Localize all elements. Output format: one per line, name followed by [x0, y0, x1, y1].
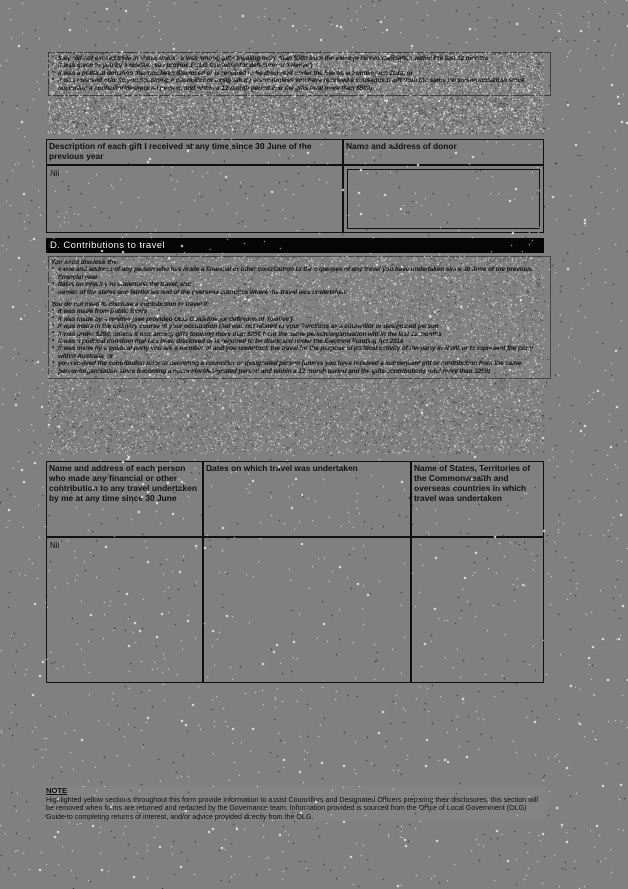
- travel-must-intro: You must disclose the:: [51, 259, 119, 266]
- gift-disclosure-table: Description of each gift I received at a…: [46, 139, 544, 233]
- travel-places-header: Name of States, Territories of the Commo…: [411, 461, 544, 537]
- table-row: Nil: [46, 165, 544, 233]
- travel-must-item: dates on which you undertook the travel,…: [51, 281, 547, 289]
- travel-disclosure-table: Name and address of each person who made…: [46, 461, 544, 683]
- table-header-row: Description of each gift I received at a…: [46, 139, 544, 165]
- gift-rule-item: it was given to you by a relative (see p…: [51, 62, 546, 70]
- travel-exempt-item: it was made by a relative (see provided …: [51, 315, 547, 323]
- gift-rule-item: they did not exceed $500 in value, unles…: [51, 54, 546, 62]
- travel-contributor-header: Name and address of each person who made…: [46, 461, 203, 537]
- note-title: NOTE: [46, 786, 68, 795]
- travel-places-value[interactable]: [411, 537, 544, 683]
- travel-exempt-item: it was made by a political party you are…: [51, 345, 547, 360]
- redaction-box: [347, 169, 540, 229]
- travel-contributor-value[interactable]: Nil: [46, 537, 203, 683]
- gift-description-header: Description of each gift I received at a…: [46, 139, 343, 165]
- note-body: Highlighted yellow sections throughout t…: [46, 796, 538, 821]
- travel-exempt-item: it was a political donation that has bee…: [51, 338, 547, 346]
- table-row: Nil: [46, 537, 544, 683]
- travel-exempt-item: it was under $250, unless it was among g…: [51, 330, 547, 338]
- travel-exempt-intro: You do not need to disclose a contributi…: [51, 301, 210, 309]
- table-header-row: Name and address of each person who made…: [46, 461, 544, 537]
- gift-donor-header: Name and address of donor: [343, 139, 544, 165]
- gift-rule-item: it was a political donation that has bee…: [51, 69, 546, 77]
- travel-must-item: names of the states and territories and …: [51, 288, 547, 296]
- travel-exempt-item: you received the contribution prior to b…: [51, 360, 547, 375]
- travel-exempt-item: it was made from public funds: [51, 308, 547, 316]
- travel-dates-value[interactable]: [203, 537, 411, 683]
- travel-exempt-item: it was made in the ordinary course of yo…: [51, 323, 547, 331]
- gift-exclusion-rules: they did not exceed $500 in value, unles…: [48, 52, 551, 97]
- travel-guidance-block: You must disclose the: name and address …: [48, 256, 551, 380]
- gift-description-value[interactable]: Nil: [46, 165, 343, 233]
- travel-dates-header: Dates on which travel was undertaken: [203, 461, 411, 537]
- gift-rule-item: it was received prior to you becoming a …: [51, 77, 546, 92]
- footer-note: NOTE Highlighted yellow sections through…: [46, 786, 546, 822]
- travel-must-item: name and address of any person who has m…: [51, 266, 547, 281]
- gift-donor-value[interactable]: [343, 165, 544, 233]
- section-d-heading: D. Contributions to travel: [46, 238, 544, 253]
